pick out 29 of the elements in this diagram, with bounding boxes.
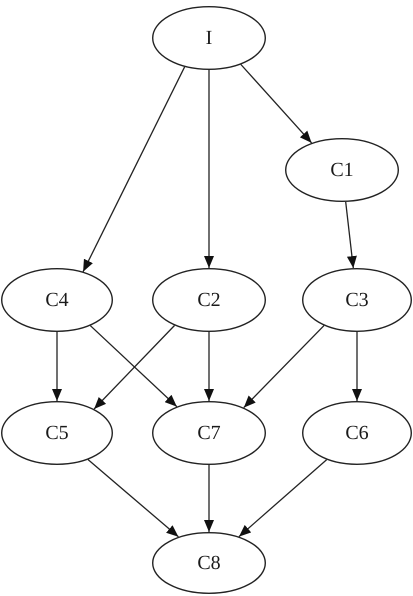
node-label: C2 (197, 290, 221, 310)
node-label: I (206, 28, 212, 48)
node-label: C1 (330, 160, 354, 180)
ellipse-node (152, 532, 266, 594)
node-label: C4 (45, 290, 69, 310)
arrow (52, 332, 62, 401)
ellipse-node (152, 6, 266, 70)
arrow (88, 459, 179, 538)
node-label: C5 (45, 423, 69, 443)
arrow (238, 459, 328, 538)
ellipse-node (302, 401, 412, 465)
ellipse-node (152, 268, 266, 332)
arrow (204, 332, 214, 401)
ellipse-node (1, 268, 113, 332)
arrow (82, 66, 186, 272)
node-label: C3 (345, 290, 369, 310)
arrow (352, 332, 362, 401)
node-label: C6 (345, 423, 369, 443)
arrow (204, 465, 214, 532)
ellipse-node (285, 138, 399, 202)
ellipse-node (1, 401, 113, 465)
node-label: C7 (197, 423, 221, 443)
arrow (243, 325, 324, 408)
ellipse-node (302, 268, 412, 332)
node-label: C8 (197, 553, 221, 573)
arrow (204, 70, 214, 268)
arrow (240, 64, 312, 144)
ellipse-node (152, 401, 266, 465)
arrow (345, 202, 357, 268)
